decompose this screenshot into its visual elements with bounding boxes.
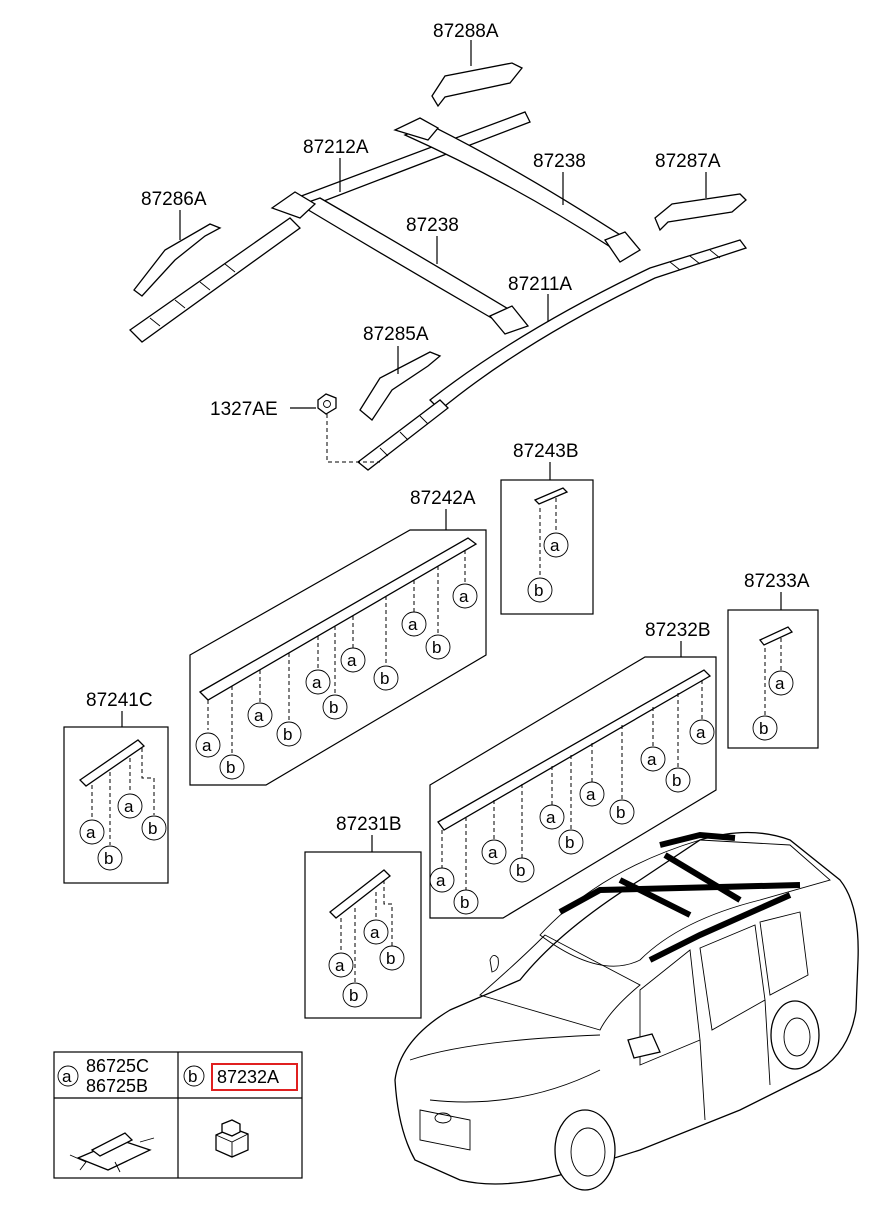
svg-text:87231B: 87231B [336,814,402,835]
cover-87286A [133,223,222,297]
svg-text:a: a [202,736,212,755]
legend-a-letter: a [62,1067,72,1086]
svg-text:a: a [312,673,322,692]
svg-text:b: b [386,949,395,968]
svg-text:b: b [534,581,543,600]
legend-table: a 86725C 86725B b 87232A [53,1051,303,1179]
svg-text:a: a [546,808,556,827]
svg-text:87233A: 87233A [744,571,810,592]
svg-text:a: a [86,823,96,842]
svg-text:b: b [432,638,441,657]
cover-87285A [359,351,442,421]
svg-text:a: a [550,536,560,555]
label-87285A: 87285A [363,324,429,345]
panel-87231B: 87231B a b a b [304,814,422,1019]
svg-text:a: a [459,587,469,606]
svg-text:a: a [335,956,345,975]
svg-text:a: a [124,797,134,816]
svg-text:b: b [148,819,157,838]
svg-text:b: b [226,758,235,777]
svg-text:b: b [380,669,389,688]
svg-text:87241C: 87241C [86,690,153,711]
label-1327AE: 1327AE [210,399,278,420]
panel-87232B: 87232B a b a b a b a b a b a [429,620,717,919]
svg-text:a: a [254,706,264,725]
svg-text:a: a [586,785,596,804]
svg-text:b: b [616,803,625,822]
highlight-box [211,1063,298,1091]
clip-a-drawing [69,1132,155,1173]
svg-text:a: a [775,674,785,693]
cover-87288A [431,62,524,108]
clip-b-drawing [215,1119,249,1158]
suv-illustration [394,831,859,1191]
svg-text:a: a [696,723,706,742]
svg-text:b: b [329,698,338,717]
svg-text:87242A: 87242A [410,488,476,509]
svg-text:87243B: 87243B [513,441,579,462]
legend-a-part1: 86725C [86,1056,149,1076]
svg-text:b: b [565,833,574,852]
svg-text:b: b [516,861,525,880]
svg-text:a: a [436,871,446,890]
legend-b-letter: b [188,1067,197,1086]
label-87212A: 87212A [303,137,369,158]
svg-text:b: b [104,849,113,868]
label-87287A: 87287A [655,151,721,172]
svg-text:b: b [349,986,358,1005]
label-87238-mid: 87238 [406,215,459,236]
side-rail-87211A [429,239,748,411]
svg-text:b: b [460,893,469,912]
panel-87243B: 87243B a b [500,441,594,615]
svg-text:a: a [408,615,418,634]
panel-87242A: 87242A a b a b a b a b a b a [189,488,487,786]
svg-text:a: a [347,651,357,670]
svg-text:a: a [370,923,380,942]
label-87211A: 87211A [508,274,572,295]
svg-text:b: b [283,725,292,744]
legend-a-part2: 86725B [86,1076,148,1096]
panel-87241C: 87241C a b a b [63,690,169,884]
svg-text:a: a [488,843,498,862]
svg-text:87232B: 87232B [645,620,711,641]
roof-rack-assembly [128,40,748,471]
cover-87287A [654,193,747,232]
panel-87233A: 87233A a b [727,571,819,749]
label-87288A: 87288A [433,21,499,42]
svg-text:b: b [759,719,768,738]
svg-text:a: a [647,750,657,769]
label-87286A: 87286A [141,189,207,210]
legend-b-part: 87232A [217,1067,279,1087]
label-87238-top: 87238 [533,151,586,172]
nut-1327AE [317,393,337,415]
svg-text:b: b [672,771,681,790]
cross-bar-87238-lower [298,197,512,321]
